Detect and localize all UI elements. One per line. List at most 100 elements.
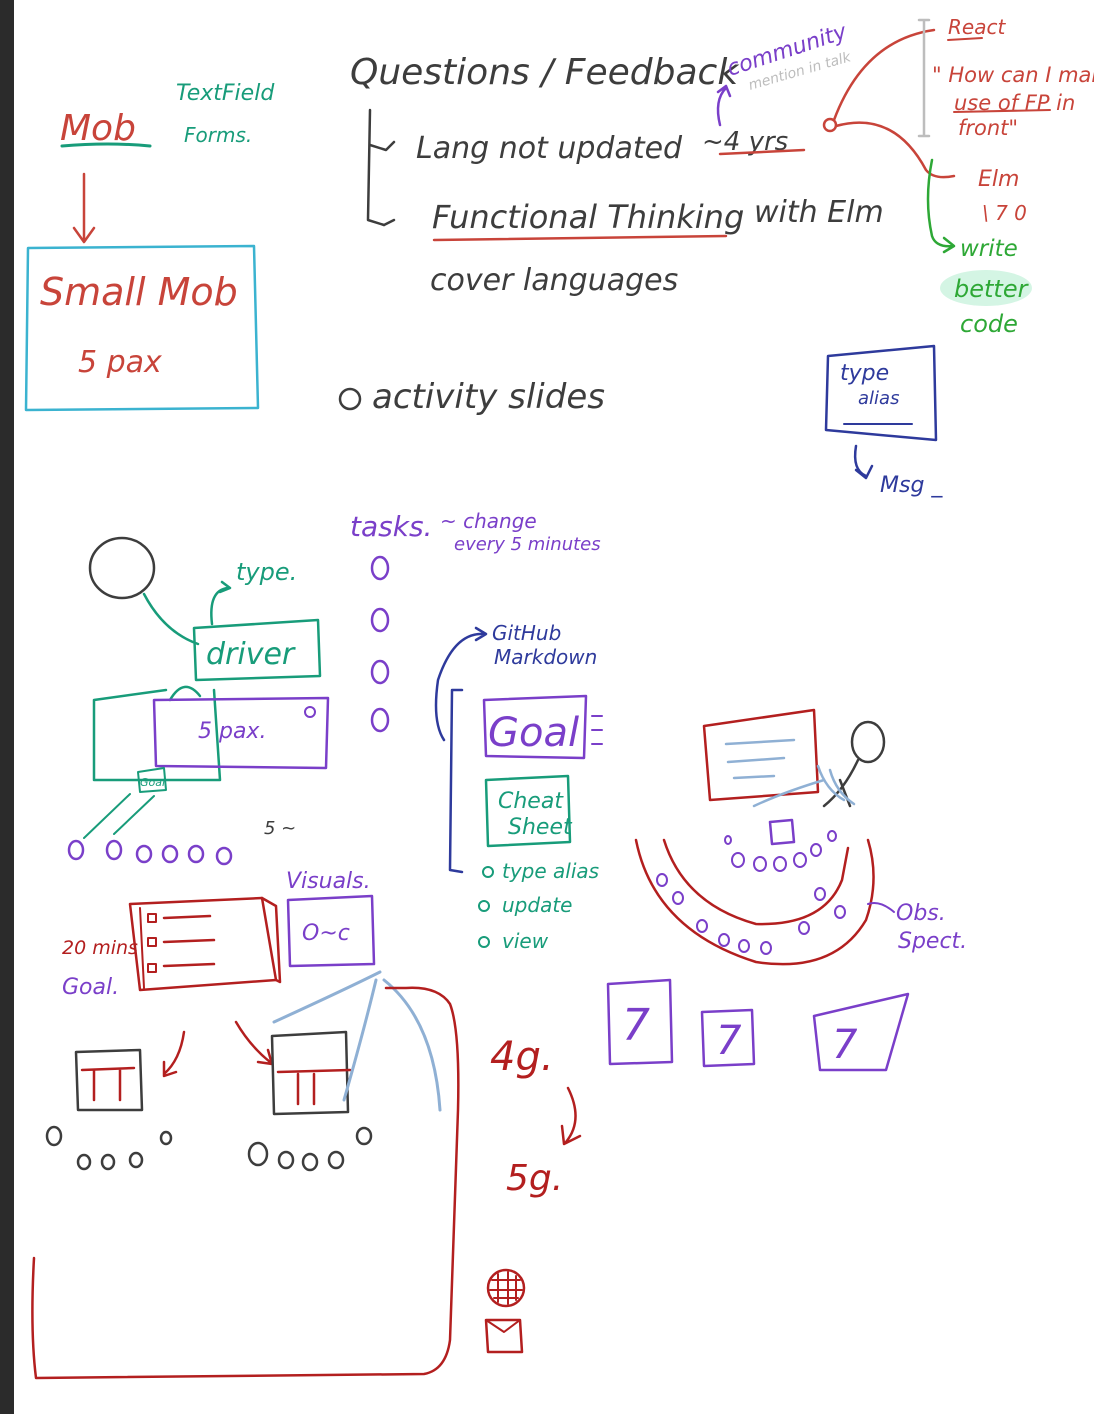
task-bullet-1 xyxy=(370,555,390,581)
score-cards: 7 7 7 xyxy=(606,978,910,1072)
mob-section: Mob TextField Forms. Small Mob 5 pax xyxy=(24,81,275,412)
visuals-box xyxy=(286,894,376,968)
presentation-screen xyxy=(702,708,820,802)
spect-label: Spect. xyxy=(898,929,967,954)
goal-board-side xyxy=(260,896,282,984)
write-arrow xyxy=(926,158,956,254)
score-card-3-value: 7 xyxy=(832,1022,858,1068)
goal-board-label: Goal. xyxy=(62,975,119,1000)
front-row-2 xyxy=(731,852,745,868)
github-bracket xyxy=(448,688,464,874)
back-row-8 xyxy=(814,887,826,901)
score-card-2-value: 7 xyxy=(716,1018,742,1064)
pax-label: 5 pax. xyxy=(198,719,266,744)
react-quote-line1: " How can I make xyxy=(932,63,1094,87)
driver-box xyxy=(192,618,322,682)
cheat-line1: Cheat xyxy=(498,789,564,814)
back-row xyxy=(656,873,846,955)
subgroup-right-member-2 xyxy=(277,1150,295,1170)
five-groups: 5g. xyxy=(506,1158,563,1199)
questions-branch-arrows xyxy=(368,140,396,227)
goal-board-margin xyxy=(139,907,145,989)
mob-member-2 xyxy=(105,839,123,861)
github-section: GitHub Markdown Goal Cheat Sheet type al… xyxy=(434,621,603,953)
front-row-1 xyxy=(724,835,732,845)
subgroup-left-member-4 xyxy=(128,1151,144,1169)
goal-check-2 xyxy=(147,937,157,947)
github-line1: GitHub xyxy=(492,621,561,645)
small-mob-label: Small Mob xyxy=(40,270,238,314)
driver-link xyxy=(142,592,200,646)
questions-bracket xyxy=(366,108,386,227)
hashed-circle-fill xyxy=(489,1271,523,1305)
community-react-section: community mention in talk React " How ca… xyxy=(716,15,1094,338)
small-mob-box xyxy=(24,244,260,412)
type-alias-section: type alias Msg _ xyxy=(824,344,943,498)
back-row-4 xyxy=(718,933,730,947)
mob-title: Mob xyxy=(60,108,136,149)
goal-board xyxy=(128,896,278,992)
task-bullet-2 xyxy=(370,607,390,633)
goal-line-2 xyxy=(162,938,216,944)
gray-range-bar xyxy=(917,18,931,138)
pax-screen-dot xyxy=(304,706,316,718)
driver-section: type. driver 5 pax. Goal xyxy=(67,536,330,866)
subgroup-left-member-1 xyxy=(45,1125,63,1147)
goal-box-label: Goal xyxy=(488,710,579,756)
back-row-6 xyxy=(760,941,772,955)
write-label: write xyxy=(960,236,1018,262)
driver-count: 5 ~ xyxy=(264,818,296,839)
observers-section: Obs. Spect. xyxy=(634,708,967,966)
react-underline xyxy=(947,37,983,41)
observer-arc-inner xyxy=(662,838,850,926)
score-card-3 xyxy=(812,992,910,1072)
front-row-3 xyxy=(753,856,767,872)
functional-thinking: Functional Thinking xyxy=(432,198,744,236)
goal-box xyxy=(482,694,588,760)
visuals-section: Visuals. O~c 20 mins Goal. xyxy=(62,869,376,1078)
with-elm: with Elm xyxy=(754,195,884,230)
driver-arc xyxy=(168,685,202,702)
subgroup-left-member-2 xyxy=(76,1153,92,1171)
goal-line-1 xyxy=(162,914,212,920)
activity-slides: activity slides xyxy=(372,377,605,417)
goal-check-1 xyxy=(147,913,157,923)
react-quote-underline xyxy=(953,109,1051,113)
questions-section: Questions / Feedback Lang not updated ~4… xyxy=(338,52,884,417)
github-line2: Markdown xyxy=(494,645,597,669)
driver-head xyxy=(88,536,156,600)
questions-title: Questions / Feedback xyxy=(350,52,740,93)
goal-check-3 xyxy=(147,963,157,973)
mob-members xyxy=(67,839,233,866)
github-arrow xyxy=(434,626,488,742)
back-row-1 xyxy=(656,873,668,887)
community-arrow xyxy=(716,84,732,127)
functional-thinking-underline xyxy=(432,234,728,242)
back-row-5 xyxy=(738,939,750,953)
goal-note-label: Goal xyxy=(140,776,165,789)
sketch-svg: Mob TextField Forms. Small Mob 5 pax Que… xyxy=(24,15,1094,1380)
subgroup-left-members xyxy=(45,1125,173,1171)
score-card-1 xyxy=(606,978,674,1066)
screen-content-lines xyxy=(724,738,796,780)
github-item-2: update xyxy=(502,893,572,917)
react-title: React xyxy=(948,15,1006,39)
mob-underline xyxy=(60,142,152,148)
window-edge xyxy=(0,0,14,1414)
cheat-sheet-box xyxy=(484,774,572,848)
goal-box-marks xyxy=(591,715,603,745)
subgroup-left-screen xyxy=(74,1048,144,1112)
front-row-7 xyxy=(827,830,837,842)
four-years-underline xyxy=(718,148,806,156)
elm-title: Elm xyxy=(978,167,1019,192)
obs-label: Obs. xyxy=(896,901,946,926)
presenter-head xyxy=(850,720,886,764)
mob-member-5 xyxy=(187,844,205,864)
goal-note xyxy=(137,767,167,793)
tasks-change: ~ change xyxy=(440,509,537,533)
type-arrow xyxy=(210,580,232,626)
score-card-1-value: 7 xyxy=(622,1000,650,1051)
subgroup-left-member-3 xyxy=(100,1153,116,1171)
textfield-label: TextField xyxy=(176,81,275,106)
